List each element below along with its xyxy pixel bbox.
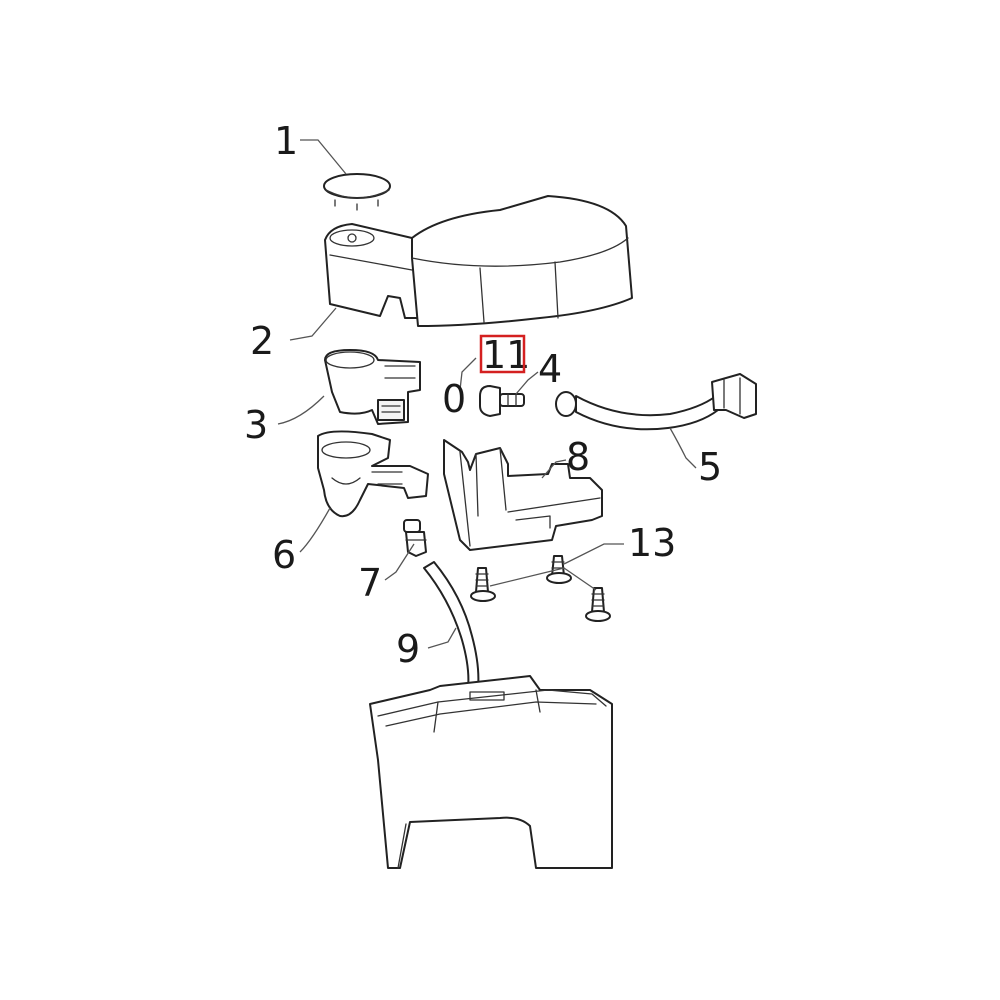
part-8-tray (443, 439, 603, 551)
callouts: 1 2 3 4 5 6 7 8 9 0 11 13 (244, 119, 722, 671)
callout-11-highlight-box (479, 334, 526, 374)
part-13-screws (470, 555, 611, 622)
part-2-top-housing (324, 195, 633, 327)
part-5-hose (555, 373, 757, 431)
callout-0: 0 (442, 377, 466, 421)
part-9-tube (423, 561, 480, 689)
part-6-lower-bracket (317, 430, 429, 518)
callout-13: 13 (628, 521, 676, 565)
leader-lines (277, 139, 697, 649)
callout-1: 1 (274, 119, 298, 163)
callout-8: 8 (566, 435, 590, 479)
callout-3: 3 (244, 403, 268, 447)
water-tank (369, 675, 613, 869)
part-3-inner-bracket (324, 349, 421, 425)
part-11-fitting (479, 385, 525, 417)
callout-11: 11 (482, 333, 530, 377)
callout-7: 7 (358, 561, 382, 605)
callout-9: 9 (396, 627, 420, 671)
callout-4: 4 (538, 347, 562, 391)
callout-2: 2 (250, 319, 274, 363)
callout-6: 6 (272, 533, 296, 577)
part-1-cap (323, 173, 391, 211)
callout-5: 5 (698, 445, 722, 489)
part-7-connector (403, 519, 427, 557)
